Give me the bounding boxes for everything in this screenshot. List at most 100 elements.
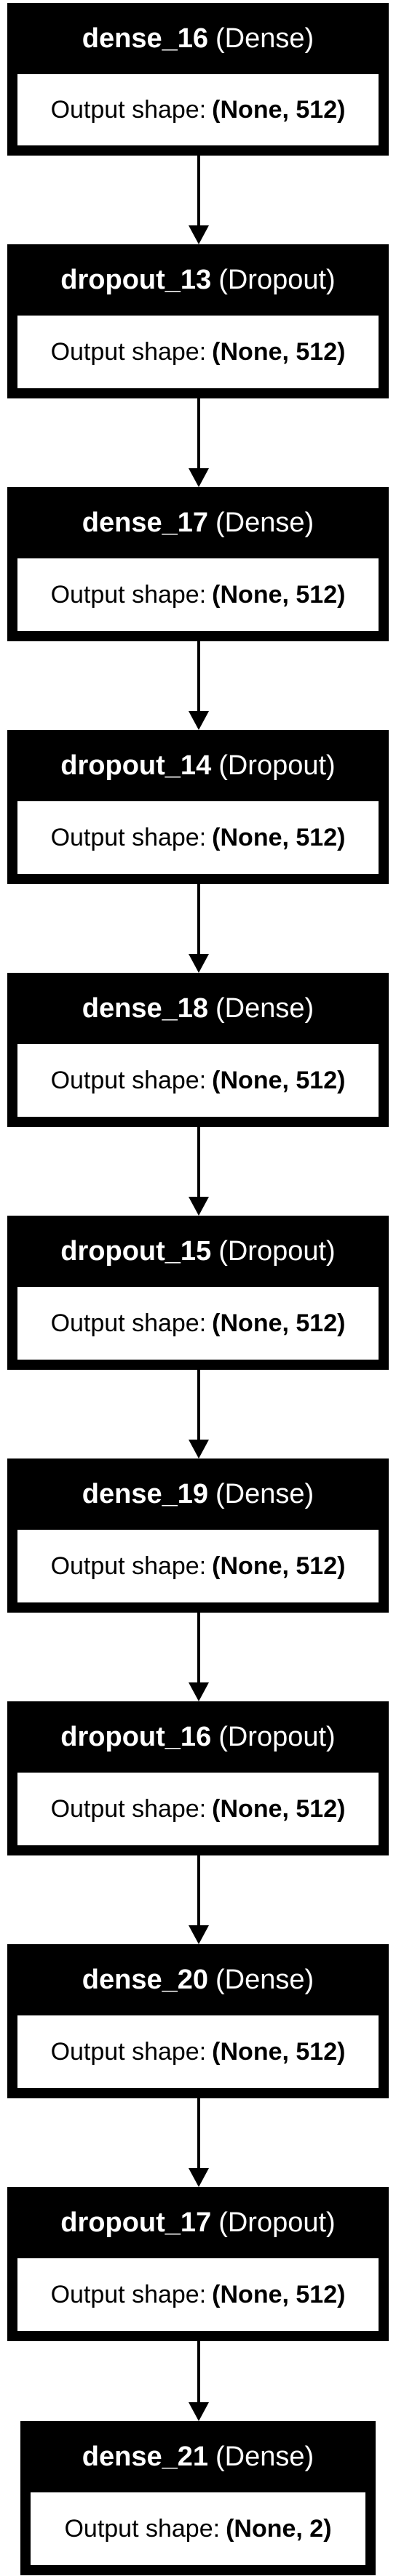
connector-arrow	[189, 1370, 209, 1458]
layer-type: (Dropout)	[218, 264, 336, 295]
output-shape-value: (None, 512)	[212, 337, 346, 366]
layer-name: dropout_17	[60, 2207, 212, 2238]
arrow-shaft	[197, 398, 200, 470]
output-shape-value: (None, 512)	[212, 1794, 346, 1823]
layer-type: (Dense)	[215, 23, 314, 54]
layer-header: dense_20(Dense)	[7, 1944, 389, 2015]
arrow-shaft	[197, 1370, 200, 1441]
output-shape-value: (None, 512)	[212, 1309, 346, 1337]
connector-arrow	[189, 1855, 209, 1944]
output-shape-value: (None, 2)	[226, 2514, 332, 2543]
layer-node: dropout_15(Dropout)Output shape:(None, 5…	[7, 1216, 389, 1370]
layer-node: dense_21(Dense) Output shape:(None, 2)	[20, 2421, 376, 2575]
layer-type: (Dense)	[215, 2441, 314, 2472]
layer-name: dense_19	[82, 1478, 209, 1509]
layer-type: (Dense)	[215, 992, 314, 1024]
connector-arrow	[189, 884, 209, 973]
layer-box: dropout_16(Dropout)Output shape:(None, 5…	[7, 1701, 389, 1855]
layer-box: dropout_13(Dropout)Output shape:(None, 5…	[7, 244, 389, 398]
layer-name: dropout_15	[60, 1235, 212, 1267]
layer-header: dropout_13(Dropout)	[7, 244, 389, 316]
layer-output-shape: Output shape:(None, 512)	[17, 1530, 379, 1602]
layer-type: (Dropout)	[218, 2207, 336, 2238]
arrow-head-icon	[189, 954, 209, 973]
arrow-shaft	[197, 2098, 200, 2170]
layer-header: dense_19(Dense)	[7, 1458, 389, 1530]
layer-type: (Dropout)	[218, 1235, 336, 1267]
layer-name: dropout_13	[60, 264, 212, 295]
output-shape-value: (None, 512)	[212, 2280, 346, 2308]
connector-arrow	[189, 1613, 209, 1701]
output-shape-value: (None, 512)	[212, 823, 346, 851]
arrow-shaft	[197, 156, 200, 227]
layer-name: dense_18	[82, 992, 209, 1024]
layer-name: dense_21	[82, 2441, 209, 2472]
layer-header: dense_18(Dense)	[7, 973, 389, 1044]
arrow-head-icon	[189, 1197, 209, 1216]
layer-name: dense_17	[82, 507, 209, 538]
layer-output-shape: Output shape:(None, 512)	[17, 2258, 379, 2331]
arrow-head-icon	[189, 1682, 209, 1701]
layer-type: (Dense)	[215, 1478, 314, 1509]
layer-header: dropout_14(Dropout)	[7, 730, 389, 801]
arrow-shaft	[197, 884, 200, 955]
layer-name: dropout_16	[60, 1721, 212, 1752]
layer-box: dropout_17(Dropout) Output shape:(None, 5…	[7, 2187, 389, 2341]
layer-node: dropout_17(Dropout) Output shape:(None, 5…	[7, 2187, 389, 2341]
connector-arrow	[189, 156, 209, 244]
layer-box: dropout_15(Dropout)Output shape:(None, 5…	[7, 1216, 389, 1370]
output-shape-label: Output shape:	[50, 1066, 207, 1094]
layer-name: dense_20	[82, 1964, 209, 1995]
layer-node: dropout_16(Dropout)Output shape:(None, 5…	[7, 1701, 389, 1855]
layer-header: dense_16(Dense)	[7, 3, 389, 74]
output-shape-label: Output shape:	[50, 1794, 207, 1823]
output-shape-label: Output shape:	[64, 2514, 221, 2543]
arrow-head-icon	[189, 2402, 209, 2421]
layer-header: dropout_16(Dropout)	[7, 1701, 389, 1773]
connector-arrow	[189, 398, 209, 487]
connector-arrow	[189, 1127, 209, 1216]
output-shape-label: Output shape:	[50, 337, 207, 366]
layer-box: dense_20(Dense)Output shape:(None, 512)	[7, 1944, 389, 2098]
layer-output-shape: Output shape:(None, 512)	[17, 74, 379, 145]
layer-type: (Dropout)	[218, 750, 336, 781]
layer-type: (Dropout)	[218, 1721, 336, 1752]
output-shape-value: (None, 512)	[212, 580, 346, 609]
arrow-head-icon	[189, 225, 209, 244]
output-shape-label: Output shape:	[50, 823, 207, 851]
arrow-head-icon	[189, 468, 209, 487]
layer-box: dense_19(Dense)Output shape:(None, 512)	[7, 1458, 389, 1613]
layer-node: dense_18(Dense) Output shape:(None, 512)	[7, 973, 389, 1127]
layer-output-shape: Output shape:(None, 512)	[17, 558, 379, 631]
layer-box: dense_17(Dense)Output shape:(None, 512)	[7, 487, 389, 641]
arrow-shaft	[197, 1855, 200, 1927]
arrow-shaft	[197, 1613, 200, 1684]
layer-box: dense_21(Dense) Output shape:(None, 2)	[20, 2421, 376, 2575]
output-shape-value: (None, 512)	[212, 95, 346, 124]
layer-output-shape: Output shape:(None, 512)	[17, 801, 379, 874]
layer-node: dense_20(Dense)Output shape:(None, 512)	[7, 1944, 389, 2098]
output-shape-value: (None, 512)	[212, 1066, 346, 1094]
layer-header: dropout_15(Dropout)	[7, 1216, 389, 1287]
layer-type: (Dense)	[215, 1964, 314, 1995]
output-shape-value: (None, 512)	[212, 1552, 346, 1580]
output-shape-label: Output shape:	[50, 2280, 207, 2308]
layer-name: dense_16	[82, 23, 209, 54]
layer-box: dense_16(Dense)Output shape:(None, 512)	[7, 3, 389, 156]
output-shape-label: Output shape:	[50, 1552, 207, 1580]
layer-output-shape: Output shape:(None, 512)	[17, 1287, 379, 1360]
layer-name: dropout_14	[60, 750, 212, 781]
layer-header: dense_21(Dense)	[20, 2421, 376, 2492]
layer-node: dense_17(Dense)Output shape:(None, 512)	[7, 487, 389, 641]
output-shape-value: (None, 512)	[212, 2037, 346, 2066]
arrow-shaft	[197, 2341, 200, 2404]
arrow-head-icon	[189, 1925, 209, 1944]
output-shape-label: Output shape:	[50, 580, 207, 609]
arrow-head-icon	[189, 2168, 209, 2187]
layer-node: dropout_14(Dropout)Output shape:(None, 5…	[7, 730, 389, 884]
output-shape-label: Output shape:	[50, 95, 207, 124]
layer-output-shape: Output shape:(None, 512)	[17, 316, 379, 388]
layer-output-shape: Output shape:(None, 512)	[17, 1773, 379, 1845]
output-shape-label: Output shape:	[50, 1309, 207, 1337]
